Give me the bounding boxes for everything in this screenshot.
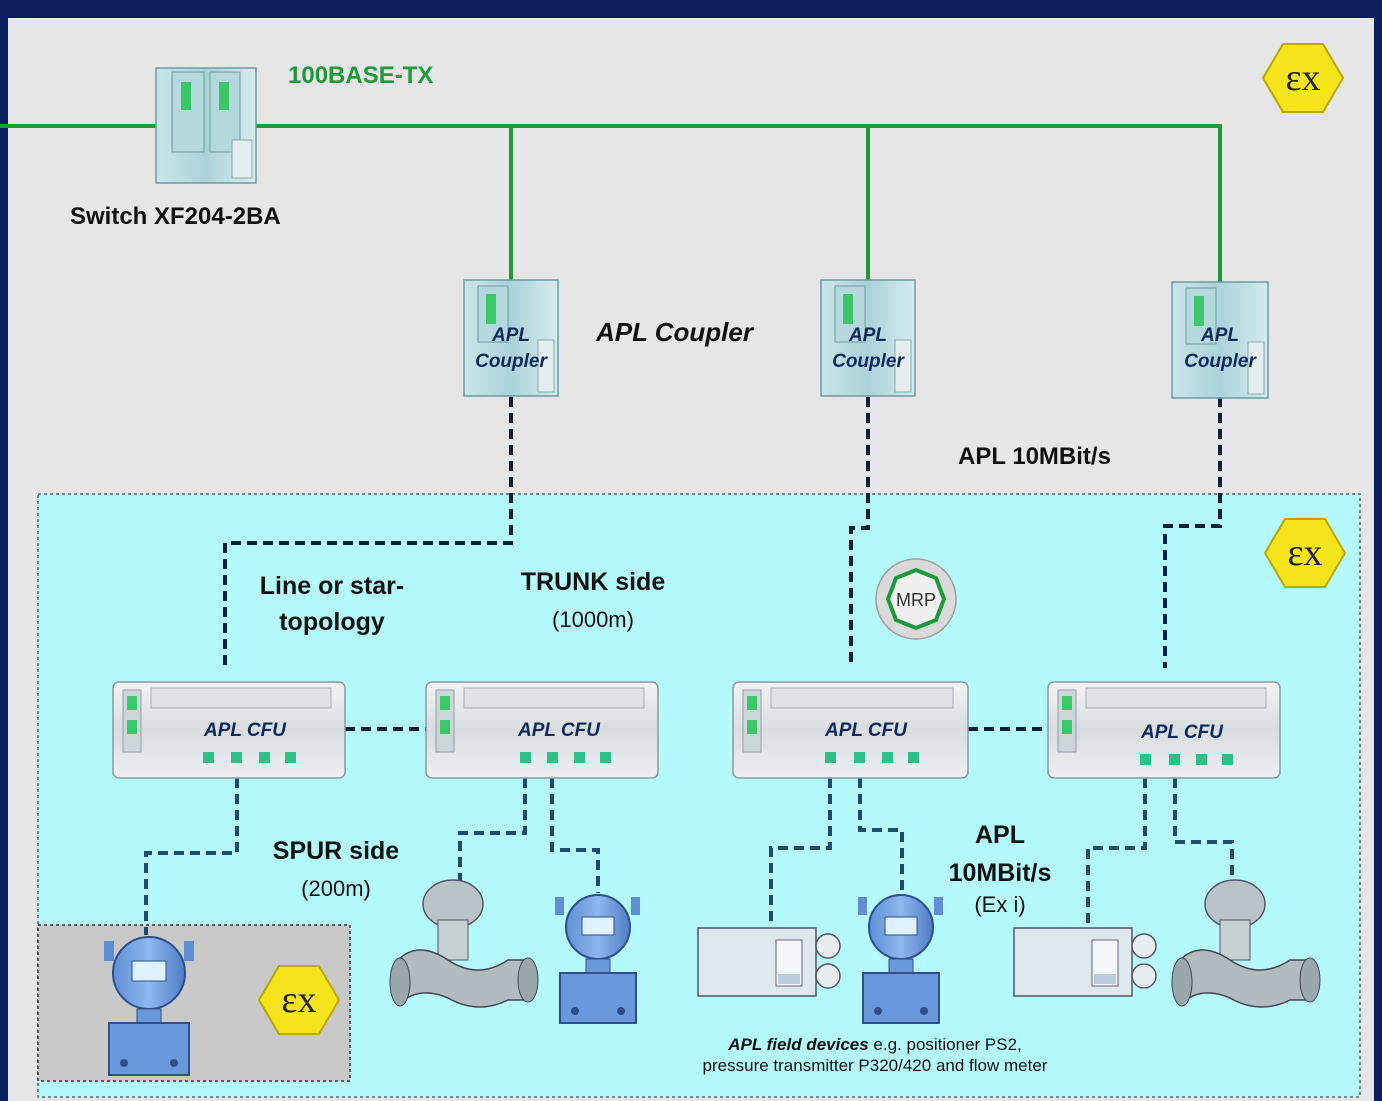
apl-trunk-lines [223, 397, 1222, 731]
svg-text:εx: εx [1286, 57, 1321, 99]
ex-hazard-badge-zone-icon: εx [1263, 518, 1347, 588]
spur-side-label: SPUR side [272, 837, 400, 865]
switch-label: Switch XF204-2BA [70, 203, 281, 230]
pressure-transmitter-1-icon [104, 936, 194, 1076]
ex-hazard-badge-top-icon: εx [1261, 43, 1345, 113]
positioner-1-icon [697, 927, 841, 997]
svg-text:MRP: MRP [896, 590, 936, 610]
apl-spur-lines [144, 762, 1234, 935]
flow-meter-2-icon [1171, 879, 1321, 1008]
apl-cfu-2-label: APL CFU [518, 720, 600, 741]
svg-text:εx: εx [282, 979, 317, 1021]
apl-speed-label: APL 10MBit/s [958, 443, 1111, 470]
trunk-length-label: (1000m) [552, 607, 634, 632]
apl-cfu-3-label: APL CFU [825, 720, 907, 741]
pressure-transmitter-3-icon [858, 894, 943, 1024]
apl-cfu-1-label: APL CFU [204, 720, 286, 741]
spur-length-label: (200m) [301, 876, 371, 901]
mrp-icon: MRP [875, 558, 957, 640]
apl-cfu-3-icon [732, 681, 969, 779]
svg-text:εx: εx [1288, 532, 1323, 574]
apl-coupler-heading: APL Coupler [596, 317, 753, 347]
ethernet-backbone [0, 124, 1222, 283]
ethernet-label: 100BASE-TX [288, 62, 434, 89]
trunk-side-label: TRUNK side [520, 568, 666, 596]
apl-speed-exi-label: APL 10MBit/s (Ex i) [948, 821, 1052, 917]
apl-coupler-2-icon [820, 279, 916, 397]
flow-meter-1-icon [389, 879, 539, 1008]
pressure-transmitter-2-icon [555, 894, 640, 1024]
apl-cfu-4-icon [1047, 681, 1281, 779]
field-devices-note: APL field devices e.g. positioner PS2, p… [702, 1035, 1048, 1075]
apl-coupler-1-icon [463, 279, 559, 397]
apl-coupler-3-icon [1171, 281, 1269, 399]
positioner-2-icon [1013, 927, 1157, 997]
switch-xf204-icon [155, 67, 257, 184]
apl-cfu-2-icon [425, 681, 659, 779]
ex-hazard-badge-spur-icon: εx [257, 965, 341, 1035]
apl-cfu-4-label: APL CFU [1141, 722, 1223, 743]
topology-label: Line or star-topology [259, 572, 405, 636]
apl-cfu-1-icon [112, 681, 346, 779]
